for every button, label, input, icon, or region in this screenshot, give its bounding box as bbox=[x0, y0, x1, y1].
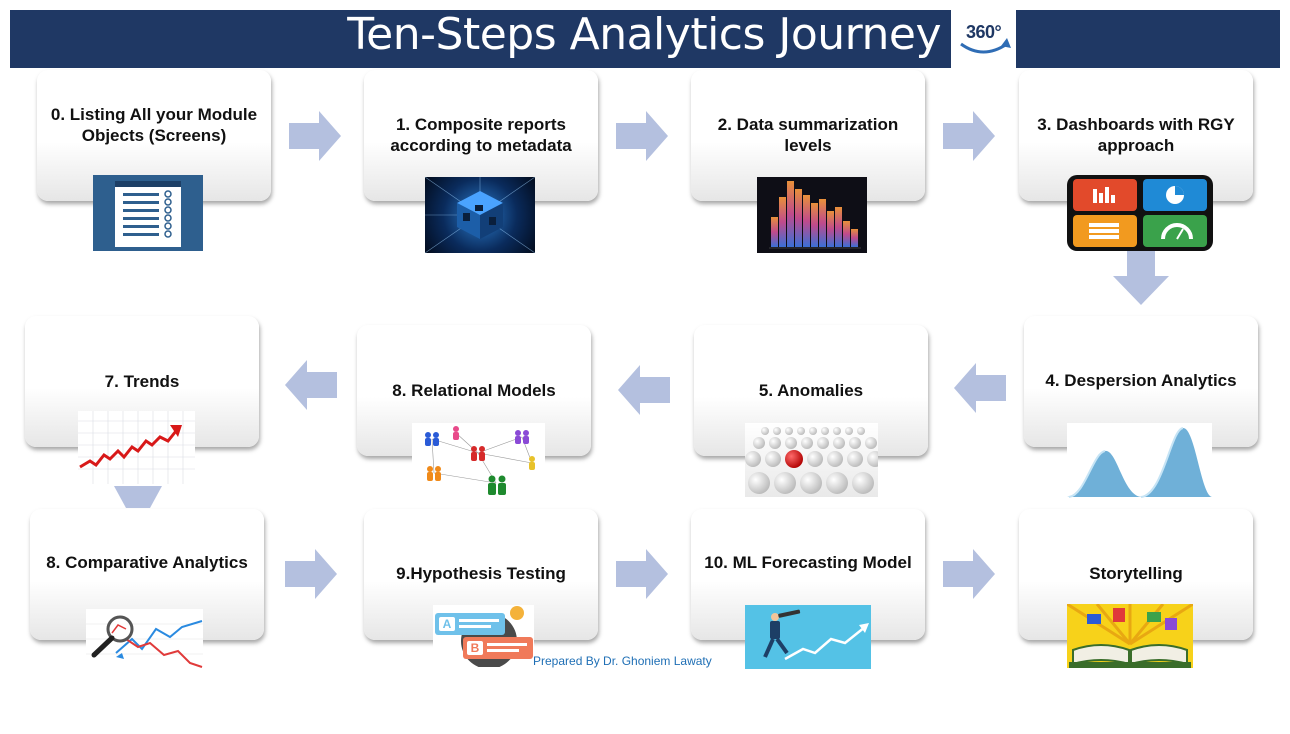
arrow-down-icon bbox=[114, 486, 162, 508]
logo-360-icon: 360° bbox=[955, 14, 1013, 64]
logo-text: 360° bbox=[966, 22, 1002, 42]
step-label-2: 2. Data summarization levels bbox=[717, 115, 899, 155]
arrow-left-icon bbox=[954, 363, 1006, 413]
step-label-0: 0. Listing All your Module Objects (Scre… bbox=[50, 105, 258, 145]
arrow-left-icon bbox=[285, 360, 337, 410]
title-banner bbox=[10, 10, 951, 68]
arrow-right-icon bbox=[943, 111, 995, 161]
arrow-down-icon bbox=[1113, 250, 1169, 305]
trend-line-icon bbox=[78, 411, 195, 484]
ab-test-icon: A B bbox=[433, 605, 534, 667]
step-label-6: 8. Relational Models bbox=[392, 381, 556, 400]
magnifier-chart-icon bbox=[86, 609, 203, 669]
author-credit: Prepared By Dr. Ghoniem Lawaty bbox=[533, 654, 712, 668]
people-network-icon bbox=[412, 423, 545, 501]
step-label-5: 5. Anomalies bbox=[758, 381, 864, 400]
step-label-8: 8. Comparative Analytics bbox=[46, 553, 248, 572]
arrow-right-icon bbox=[616, 111, 668, 161]
step-label-9: 9.Hypothesis Testing bbox=[396, 564, 566, 583]
step-label-10: 10. ML Forecasting Model bbox=[704, 553, 912, 572]
step-label-4: 4. Despersion Analytics bbox=[1045, 371, 1237, 390]
step-box-2: 2. Data summarization levels bbox=[691, 70, 925, 201]
step-label-1: 1. Composite reports according to metada… bbox=[390, 115, 572, 155]
step-label-3: 3. Dashboards with RGY approach bbox=[1037, 115, 1235, 155]
page-title: Ten-Steps Analytics Journey bbox=[347, 9, 941, 60]
arrow-right-icon bbox=[289, 111, 341, 161]
dashboard-puzzle-icon bbox=[1067, 175, 1213, 251]
distribution-curves-icon bbox=[1067, 423, 1212, 498]
data-cube-icon bbox=[425, 177, 535, 253]
open-book-icon bbox=[1067, 604, 1193, 668]
forecast-telescope-icon bbox=[745, 605, 871, 669]
step-label-11: Storytelling bbox=[1089, 564, 1183, 583]
red-ball-anomaly-icon bbox=[745, 423, 878, 497]
arrow-right-icon bbox=[943, 549, 995, 599]
stacked-histogram-icon bbox=[757, 177, 867, 253]
step-label-7: 7. Trends bbox=[104, 372, 180, 391]
svg-text:B: B bbox=[471, 641, 480, 655]
arrow-right-icon bbox=[616, 549, 668, 599]
arrow-left-icon bbox=[618, 365, 670, 415]
svg-text:A: A bbox=[443, 617, 452, 631]
title-banner-right bbox=[1016, 10, 1280, 68]
list-document-icon bbox=[93, 175, 203, 251]
arrow-right-icon bbox=[285, 549, 337, 599]
